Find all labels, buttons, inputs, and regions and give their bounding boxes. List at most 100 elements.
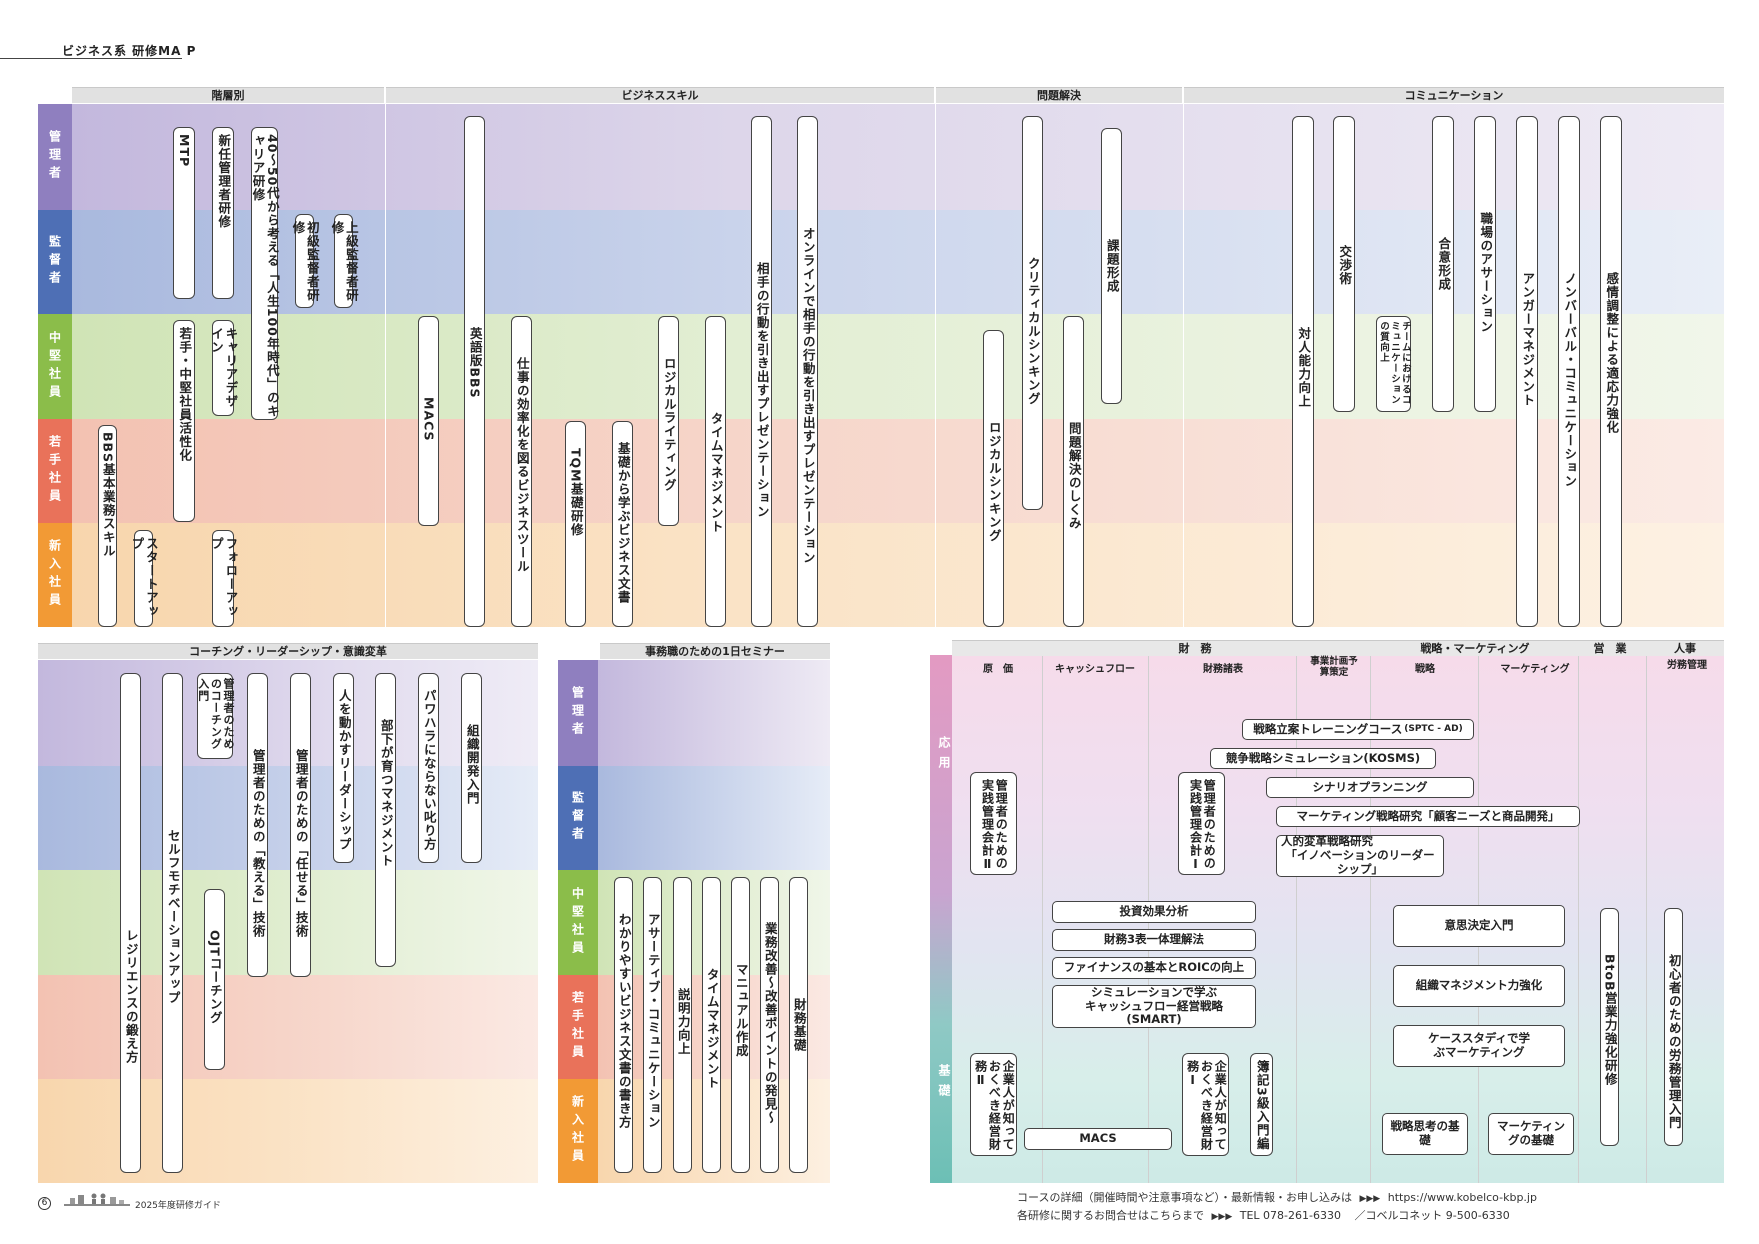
- course-negotiation[interactable]: 交渉術: [1333, 116, 1355, 412]
- course-assertive-comm[interactable]: アサーティブ・コミュニケーション: [643, 877, 662, 1173]
- level-label-mid: 中堅社員: [558, 870, 598, 975]
- course-smart[interactable]: シミュレーションで学ぶキャッシュフロー経営戦略(SMART): [1052, 985, 1256, 1028]
- course-career-100[interactable]: 40～50代から考える「人生100年時代」のキャリア研修: [251, 127, 280, 420]
- course-finance-basic[interactable]: 財務基礎: [789, 877, 808, 1173]
- footer-line-2: 各研修に関するお問合せはこちらまで ▶▶▶ TEL 078-261-6330 ／…: [1017, 1209, 1510, 1222]
- course-btob-sales[interactable]: BtoB営業力強化研修: [1600, 908, 1619, 1146]
- course-harassment[interactable]: パワハラにならない叱り方: [418, 673, 439, 863]
- course-team-communication[interactable]: チームにおけるコミュニケーションの質向上: [1376, 316, 1411, 412]
- course-critical-thinking[interactable]: クリティカルシンキング: [1022, 116, 1043, 510]
- header-cashflow: キャッシュフロー: [1055, 664, 1135, 675]
- course-labor-intro[interactable]: 初心者のための労務管理入門: [1664, 908, 1683, 1146]
- course-startup[interactable]: スタートアップ: [130, 530, 159, 627]
- level-label-supervisor: 監督者: [558, 766, 598, 870]
- course-follow-up[interactable]: フォローアップ: [209, 530, 238, 627]
- website-link[interactable]: https://www.kobelco-kbp.jp: [1387, 1191, 1537, 1204]
- course-business-doc[interactable]: 基礎から学ぶビジネス文書: [612, 421, 633, 627]
- side-bar: [930, 655, 952, 1183]
- course-macs[interactable]: MACS: [418, 316, 439, 526]
- course-emotion-regulation[interactable]: 感情調整による適応力強化: [1600, 116, 1622, 627]
- course-issue-forming[interactable]: 課題形成: [1101, 128, 1122, 404]
- course-tqm[interactable]: TQM基礎研修: [565, 421, 586, 627]
- course-interpersonal[interactable]: 対人能力向上: [1292, 116, 1314, 627]
- header-planning: 事業計画予算策定: [1310, 656, 1358, 678]
- course-decision-making[interactable]: 意思決定入門: [1393, 905, 1565, 947]
- course-practical-accounting-1[interactable]: 管理者のための実践管理会計Ⅰ: [1178, 772, 1225, 875]
- level-label-young: 若手社員: [558, 975, 598, 1079]
- course-time-management[interactable]: タイムマネジメント: [705, 316, 726, 627]
- header-hr: 人事: [1674, 642, 1696, 655]
- divider: [1296, 656, 1297, 1183]
- course-presentation[interactable]: 相手の行動を引き出すプレゼンテーション: [751, 116, 772, 627]
- course-assertion[interactable]: 職場のアサーション: [1474, 116, 1496, 412]
- course-business-writing[interactable]: わかりやすいビジネス文書の書き方: [614, 877, 633, 1173]
- course-ojt-coaching[interactable]: OJTコーチング: [204, 889, 225, 1070]
- course-org-management[interactable]: 組織マネジメント力強化: [1393, 965, 1565, 1007]
- course-new-manager[interactable]: 新任管理者研修: [212, 127, 234, 299]
- course-investment-analysis[interactable]: 投資効果分析: [1052, 901, 1256, 923]
- page-title: ビジネス系 研修MA P: [62, 44, 197, 58]
- course-consensus[interactable]: 合意形成: [1432, 116, 1454, 412]
- course-young-mid[interactable]: 若手・中堅社員活性化: [173, 320, 195, 522]
- divider: [1042, 656, 1043, 1183]
- course-marketing-basic[interactable]: マーケティングの基礎: [1488, 1113, 1574, 1155]
- course-case-marketing[interactable]: ケーススタディで学ぶマーケティング: [1393, 1025, 1565, 1067]
- header-statements: 財務諸表: [1203, 664, 1243, 675]
- course-hr-reform[interactable]: 人的変革戦略研究「イノベーションのリーダーシップ」: [1276, 835, 1444, 877]
- course-delegating[interactable]: 管理者のための「任せる」技術: [290, 673, 311, 977]
- course-work-improvement[interactable]: 業務改善～改善ポイントの発見～: [760, 877, 779, 1173]
- course-macs-basic[interactable]: MACS: [1024, 1128, 1172, 1150]
- course-problem-solving[interactable]: 問題解決のしくみ: [1063, 316, 1084, 627]
- course-senior-supervisor[interactable]: 上級監督者研修: [330, 214, 359, 308]
- header-strategy: 戦略: [1415, 664, 1435, 675]
- divider: [1370, 656, 1371, 1183]
- band-mid: [38, 870, 538, 975]
- course-marketing-research[interactable]: マーケティング戦略研究「顧客ニーズと商品開発」: [1276, 806, 1580, 827]
- course-teaching[interactable]: 管理者のための「教える」技術: [247, 673, 268, 977]
- course-nonverbal[interactable]: ノンバーバル・コミュニケーション: [1558, 116, 1580, 627]
- course-explanation[interactable]: 説明力向上: [673, 877, 692, 1173]
- course-logical-thinking[interactable]: ロジカルシンキング: [983, 330, 1004, 627]
- course-work-efficiency[interactable]: 仕事の効率化を図るビジネスツール: [511, 316, 532, 627]
- header-sales: 営 業: [1593, 642, 1627, 655]
- course-sptc[interactable]: 戦略立案トレーニングコース(SPTC - AD): [1242, 719, 1474, 740]
- title-rule: [0, 58, 182, 59]
- course-logical-writing[interactable]: ロジカルライティング: [658, 316, 679, 526]
- course-corporate-finance-2[interactable]: 企業人が知っておくべき経営財務Ⅱ: [970, 1053, 1017, 1156]
- course-mtp[interactable]: MTP: [173, 127, 195, 299]
- footer-line-1: コースの詳細（開催時間や注意事項など）・最新情報・お申し込みは ▶▶▶ http…: [1017, 1191, 1537, 1204]
- course-coaching-intro[interactable]: 管理者のためのコーチング入門: [197, 673, 235, 759]
- course-anger-management[interactable]: アンガーマネジメント: [1516, 116, 1538, 627]
- header-top-row: [952, 640, 1724, 656]
- course-bbs-english[interactable]: 英語版BBS: [464, 116, 485, 627]
- course-kosms[interactable]: 競争戦略シミュレーション(KOSMS): [1210, 748, 1436, 769]
- section-header-office: 事務職のための1日セミナー: [600, 643, 830, 659]
- divider: [1183, 104, 1184, 627]
- course-self-motivation[interactable]: セルフモチベーションアップ: [162, 673, 183, 1173]
- course-time-management-2[interactable]: タイムマネジメント: [702, 877, 721, 1173]
- course-financial-statements[interactable]: 財務3表一体理解法: [1052, 929, 1256, 951]
- course-career-design[interactable]: キャリアデザイン: [209, 320, 238, 416]
- level-label-manager: 管理者: [38, 104, 72, 210]
- course-junior-supervisor[interactable]: 初級監督者研修: [291, 214, 320, 308]
- guide-label: 2025年度研修ガイド: [135, 1201, 221, 1211]
- course-leadership[interactable]: 人を動かすリーダーシップ: [333, 673, 354, 863]
- guide-logo-icon: [64, 1192, 130, 1210]
- band-new: [38, 1079, 538, 1183]
- course-org-development[interactable]: 組織開発入門: [461, 673, 482, 863]
- course-corporate-finance-1[interactable]: 企業人が知っておくべき経営財務Ⅰ: [1182, 1053, 1229, 1156]
- course-manual-creation[interactable]: マニュアル作成: [731, 877, 750, 1173]
- course-practical-accounting-2[interactable]: 管理者のための実践管理会計Ⅱ: [970, 772, 1017, 875]
- course-resilience[interactable]: レジリエンスの鍛え方: [120, 673, 141, 1173]
- course-roic[interactable]: ファイナンスの基本とROICの向上: [1052, 957, 1256, 979]
- course-bookkeeping[interactable]: 簿記3級入門編: [1250, 1053, 1273, 1156]
- course-bbs-basic[interactable]: BBS基本業務スキル: [98, 425, 117, 627]
- band-supervisor: [598, 766, 830, 870]
- label-applied: 応用: [937, 736, 951, 776]
- course-scenario-planning[interactable]: シナリオプランニング: [1266, 777, 1474, 798]
- phone-number: TEL 078-261-6330: [1239, 1209, 1341, 1222]
- course-strategy-basic[interactable]: 戦略思考の基礎: [1382, 1113, 1468, 1155]
- band-manager: [598, 660, 830, 766]
- course-online-presentation[interactable]: オンラインで相手の行動を引き出すプレゼンテーション: [797, 116, 818, 627]
- course-subordinate-mgmt[interactable]: 部下が育つマネジメント: [375, 673, 396, 967]
